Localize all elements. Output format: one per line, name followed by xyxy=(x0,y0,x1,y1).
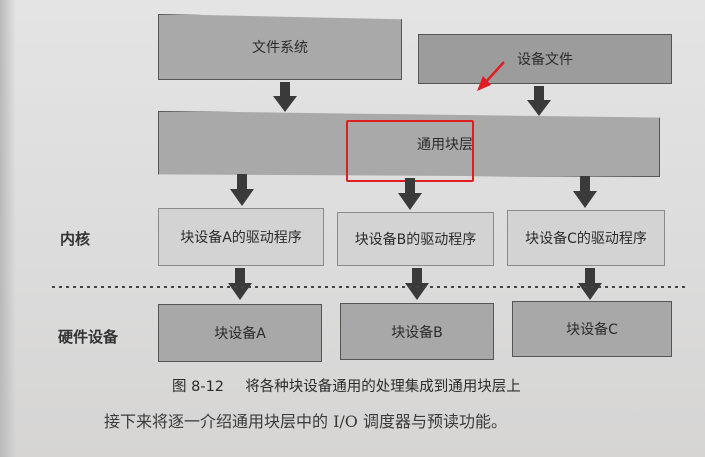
device-a-box: 块设备A xyxy=(158,304,322,362)
block-layer-box: 通用块层 xyxy=(158,111,660,177)
arrow-down-icon xyxy=(398,178,422,210)
arrow-down-icon xyxy=(273,82,297,112)
driver-c-label: 块设备C的驱动程序 xyxy=(525,231,647,247)
device-b-label: 块设备B xyxy=(391,324,443,341)
driver-b-label: 块设备B的驱动程序 xyxy=(354,232,477,248)
arrow-down-icon xyxy=(230,174,254,206)
arrow-down-icon xyxy=(228,268,252,300)
arrow-down-icon xyxy=(578,268,602,300)
kernel-label: 内核 xyxy=(60,230,91,248)
red-pointer-arrow-icon xyxy=(477,61,505,91)
file-system-box: 文件系统 xyxy=(158,14,402,80)
driver-a-label: 块设备A的驱动程序 xyxy=(180,230,302,246)
arrow-down-icon xyxy=(405,268,429,300)
device-file-label: 设备文件 xyxy=(517,52,573,68)
driver-c-box: 块设备C的驱动程序 xyxy=(507,210,665,266)
kernel-hardware-divider xyxy=(52,286,688,288)
device-c-box: 块设备C xyxy=(512,301,672,357)
device-b-box: 块设备B xyxy=(340,303,494,360)
highlight-frame xyxy=(346,120,474,182)
body-paragraph: 接下来将逐一介绍通用块层中的 I/O 调度器与预读功能。 xyxy=(104,412,508,431)
device-a-label: 块设备A xyxy=(214,326,266,342)
hardware-label: 硬件设备 xyxy=(58,328,119,346)
driver-b-box: 块设备B的驱动程序 xyxy=(337,212,494,266)
figure-number: 图 8-12 xyxy=(172,379,225,395)
arrow-down-icon xyxy=(573,176,597,208)
block-layer-label: 通用块层 xyxy=(417,137,473,153)
driver-a-box: 块设备A的驱动程序 xyxy=(158,208,324,266)
arrow-down-icon xyxy=(527,86,551,116)
figure-caption: 图 8-12 将各种块设备通用的处理集成到通用块层上 xyxy=(172,375,521,396)
device-c-label: 块设备C xyxy=(566,322,618,338)
device-file-box: 设备文件 xyxy=(418,34,672,84)
page-edge-shadow xyxy=(0,0,16,457)
figure-caption-text: 将各种块设备通用的处理集成到通用块层上 xyxy=(245,379,521,395)
file-system-label: 文件系统 xyxy=(252,40,308,56)
